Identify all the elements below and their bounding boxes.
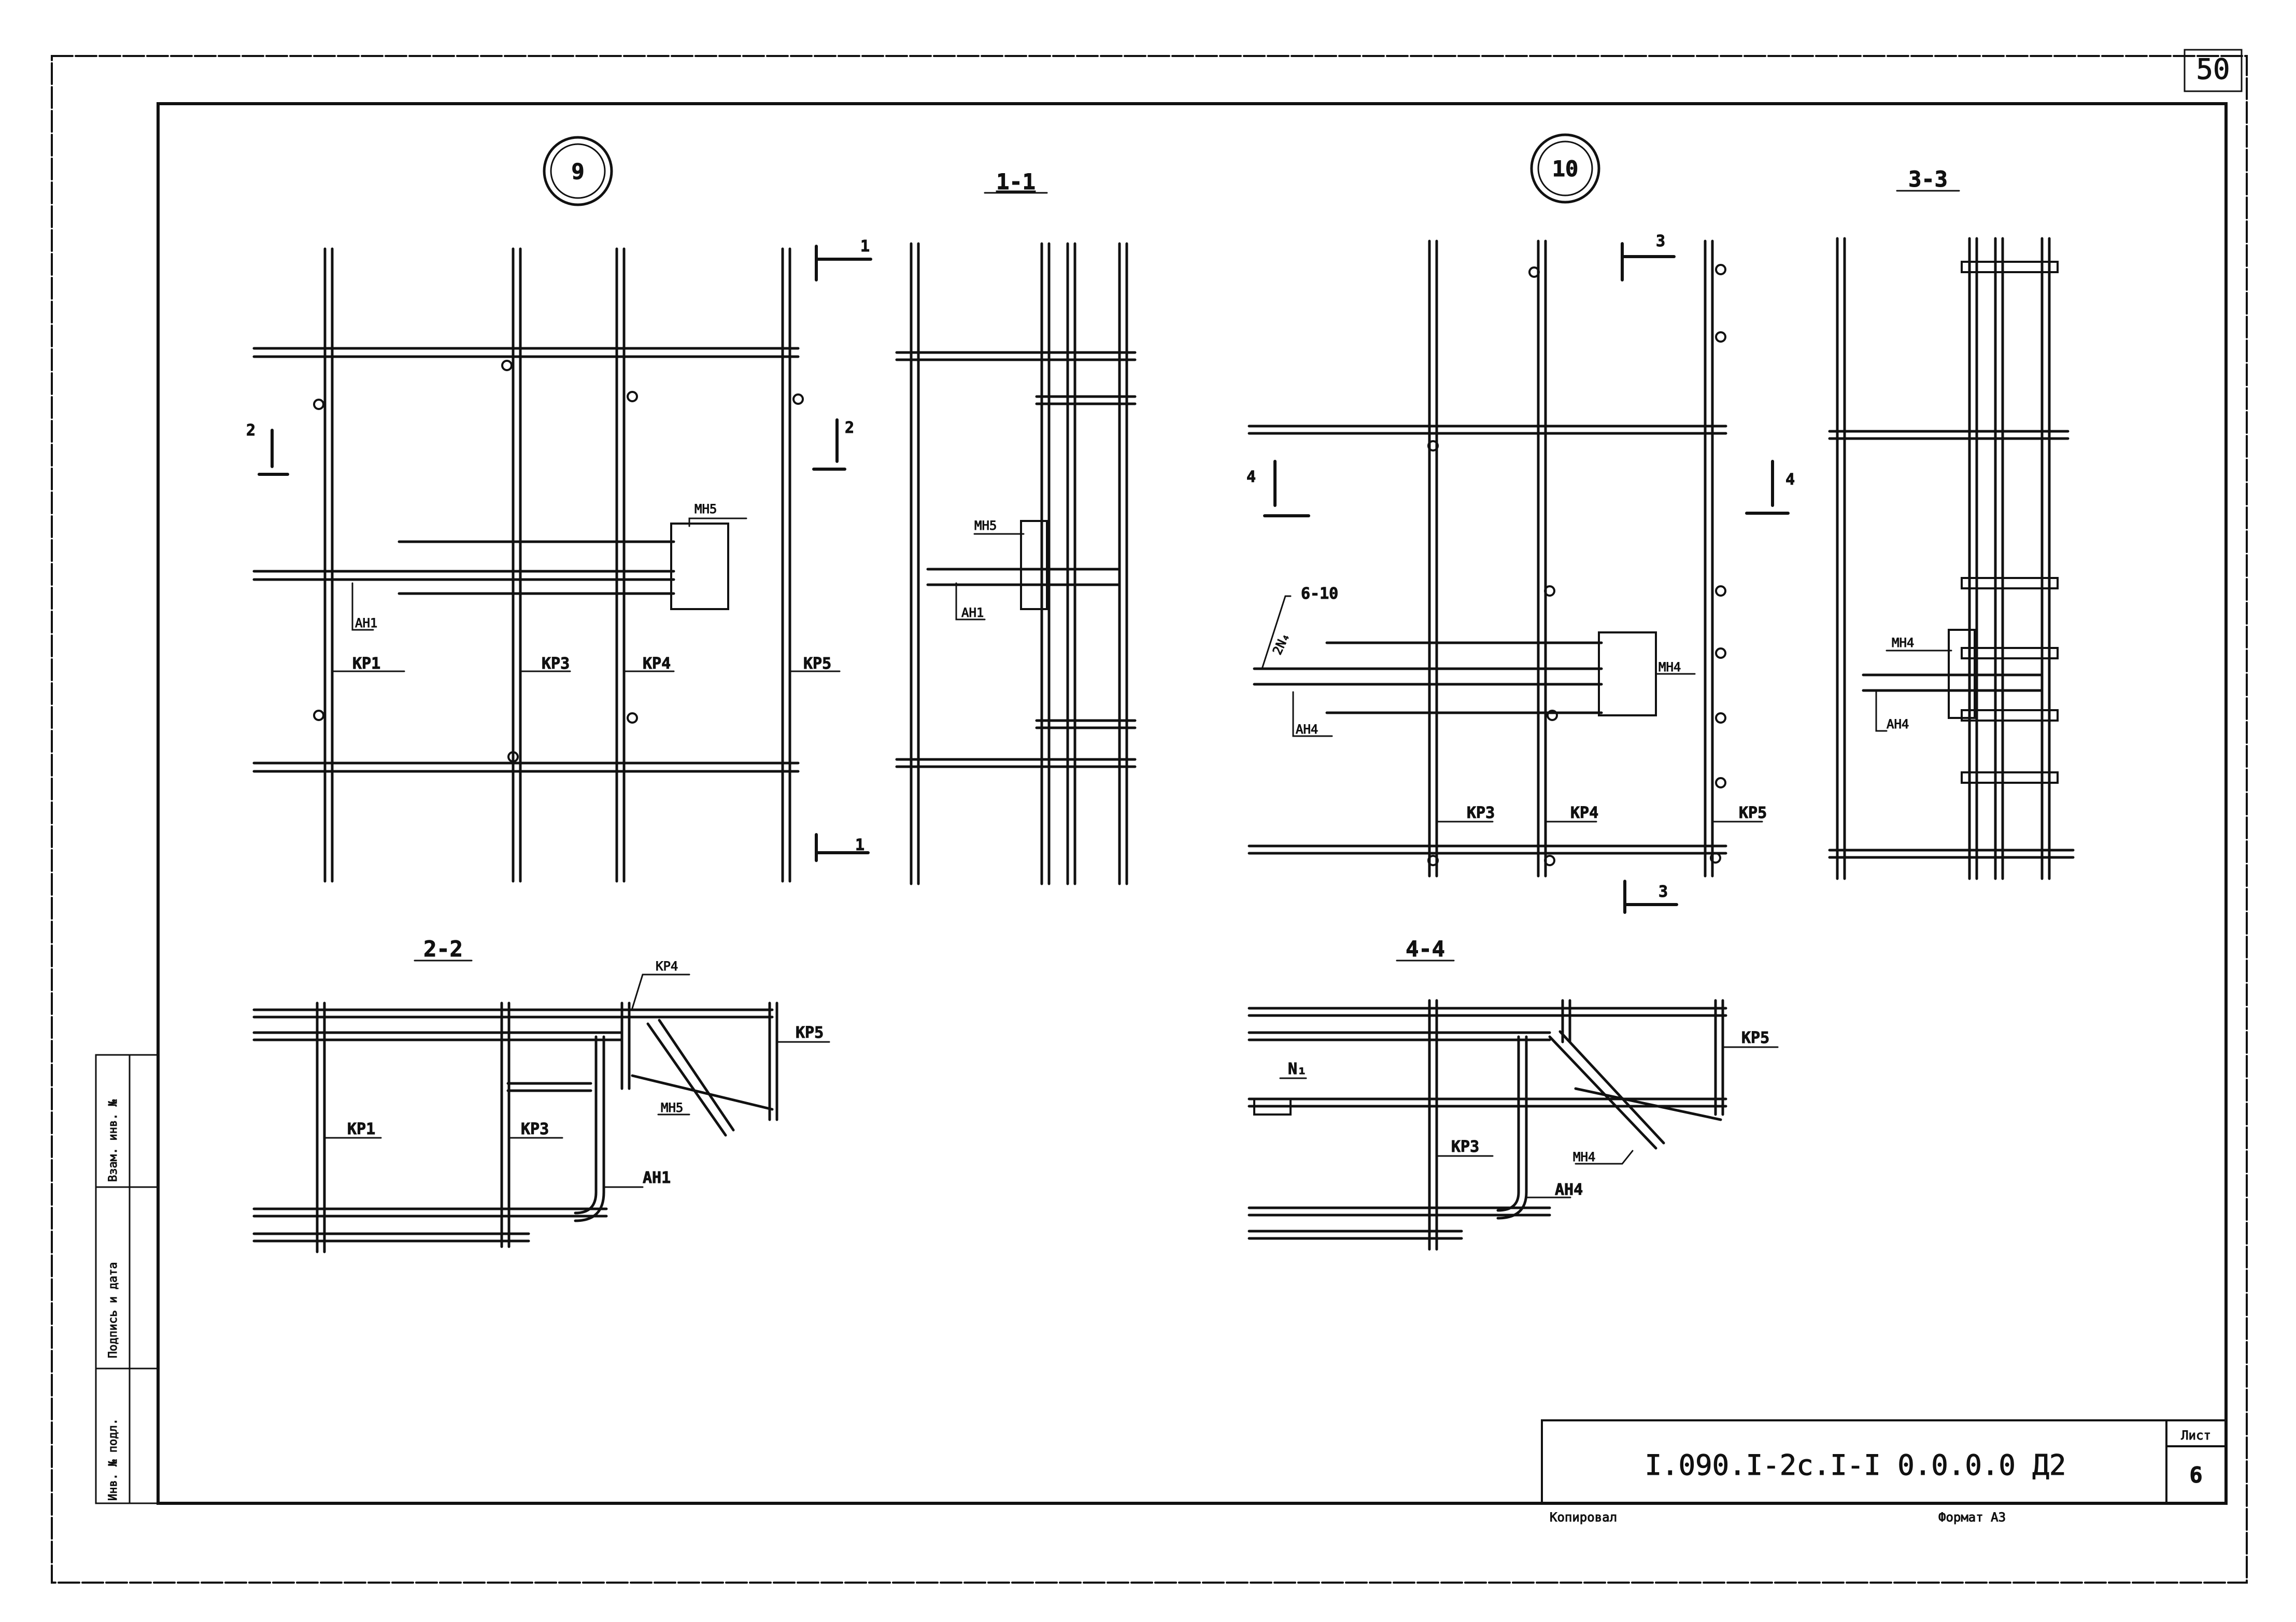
title-block <box>1541 1419 2227 1504</box>
node-10-label-an: АН4 <box>1296 722 1318 737</box>
node-9-mark-1-bottom: 1 <box>855 836 864 854</box>
section-2-2-label-kp5: КР5 <box>796 1024 824 1042</box>
section-2-2-label-mn: МН5 <box>661 1101 683 1115</box>
node-10-circle <box>1530 133 1600 204</box>
section-1-1-label-an: АН1 <box>961 605 984 620</box>
section-2-2-label-an: АН1 <box>643 1169 671 1187</box>
node-10-label-kp5: КР5 <box>1739 804 1767 822</box>
section-3-3-label-mn: МН4 <box>1892 636 1914 650</box>
section-1-1-label-mn: МН5 <box>974 518 997 533</box>
section-4-4-label-mn: МН4 <box>1573 1150 1595 1164</box>
node-10-label-kp3: КР3 <box>1467 804 1495 822</box>
list-number: 6 <box>2189 1462 2202 1488</box>
node-10-plan <box>1248 239 1790 914</box>
node-9-plan <box>252 245 872 883</box>
side-label-sign: Подпись и дата <box>107 1262 120 1358</box>
list-label: Лист <box>2181 1428 2211 1443</box>
node-9-number: 9 <box>571 159 584 184</box>
section-2-2-label-kp3: КР3 <box>521 1120 549 1138</box>
section-2-2-label-kp4: КР4 <box>656 959 678 974</box>
section-1-1-title: 1-1 <box>996 169 1036 194</box>
format-label: Формат А3 <box>1938 1510 2006 1525</box>
node-10-mark-3-top: 3 <box>1656 232 1665 250</box>
node-10-label-kp4: КР4 <box>1570 804 1598 822</box>
node-9-label-kp4: КР4 <box>643 655 671 673</box>
section-2-2-label-kp1: КР1 <box>347 1120 375 1138</box>
side-label-replace: Взам. инв. № <box>107 1099 120 1182</box>
node-10-mark-3-bottom: 3 <box>1659 883 1668 901</box>
side-stamp <box>95 1054 159 1504</box>
node-9-mark-1-top: 1 <box>860 237 870 256</box>
node-9-circle <box>543 136 613 206</box>
outer-border <box>51 55 2248 1584</box>
copied-label: Копировал <box>1550 1510 1617 1525</box>
node-9-mark-2-left: 2 <box>246 421 256 440</box>
section-2-2-drawing <box>252 974 830 1253</box>
node-9-label-kp1: КР1 <box>352 655 380 673</box>
node-9-label-mn: МН5 <box>695 502 717 516</box>
node-9-label-kp5: КР5 <box>803 655 831 673</box>
section-3-3-title: 3-3 <box>1908 166 1948 192</box>
inner-frame <box>157 102 2228 1505</box>
drawing-code: I.090.I-2c.I-I 0.0.0.0 Д2 <box>1645 1449 2066 1482</box>
node-10-number: 10 <box>1552 156 1579 181</box>
section-4-4-label-kp3: КР3 <box>1451 1138 1479 1156</box>
section-2-2-title: 2-2 <box>423 936 463 962</box>
node-10-mark-4-right: 4 <box>1785 471 1795 489</box>
node-10-label-mn: МН4 <box>1659 660 1681 674</box>
node-9-label-kp3: КР3 <box>542 655 570 673</box>
page-number: 50 <box>2196 53 2230 86</box>
node-9-mark-2-right: 2 <box>845 419 854 437</box>
section-3-3-label-an: АН4 <box>1887 717 1909 731</box>
section-3-3-drawing <box>1828 237 2075 880</box>
section-4-4-drawing <box>1248 999 1779 1251</box>
side-label-inv: Инв. № подл. <box>107 1418 120 1501</box>
section-4-4-label-kp5: КР5 <box>1741 1029 1769 1047</box>
section-4-4-label-an: АН4 <box>1555 1181 1583 1199</box>
node-10-label-weld: 6-10 <box>1301 585 1338 603</box>
section-1-1-drawing <box>895 242 1137 885</box>
node-9-label-an: АН1 <box>355 616 377 630</box>
section-4-4-title: 4-4 <box>1406 936 1445 962</box>
node-10-mark-4-left: 4 <box>1246 468 1256 486</box>
page-number-box <box>2184 49 2243 92</box>
section-4-4-label-n1: N₁ <box>1288 1060 1307 1078</box>
